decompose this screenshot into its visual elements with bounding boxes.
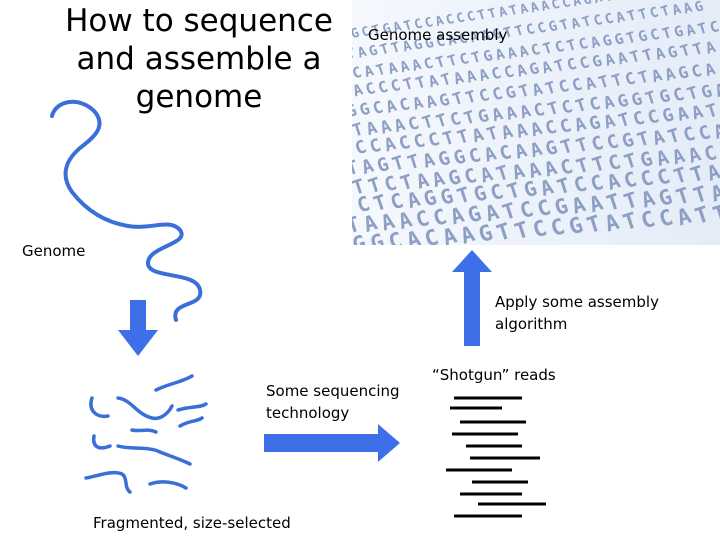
- dna-letter: A: [592, 0, 604, 7]
- shotgun-reads-label: “Shotgun” reads: [432, 366, 556, 384]
- fragments: [84, 374, 208, 494]
- dna-letter: A: [713, 80, 720, 102]
- dna-letter: G: [693, 0, 706, 16]
- dna-letter: C: [560, 0, 572, 12]
- down-arrow: [118, 300, 158, 356]
- dna-letter: C: [550, 0, 562, 13]
- sequencing-technology-label: Some sequencing technology: [266, 382, 400, 422]
- dna-letter: G: [634, 0, 646, 1]
- genome-label: Genome: [22, 242, 86, 260]
- dna-letter: T: [710, 201, 720, 229]
- dna-letter: T: [352, 212, 363, 239]
- dna-letter: C: [624, 0, 636, 3]
- dna-letter: C: [613, 0, 625, 4]
- dna-letter: T: [352, 45, 357, 63]
- dna-letter: T: [603, 0, 615, 6]
- dna-letter: A: [711, 120, 720, 143]
- dna-letter: A: [539, 0, 551, 15]
- genome-strand: [50, 100, 203, 322]
- genome-assembly-label: Genome assembly: [368, 26, 508, 44]
- dna-sequence-image: TGCTGATCCACCCTTATAAACCAGATCCGAATTAGTTAGG…: [352, 0, 720, 245]
- shotgun-reads: [446, 396, 546, 518]
- dna-letter: A: [571, 0, 583, 10]
- dna-letter: G: [352, 100, 359, 121]
- dna-letter: C: [708, 18, 720, 37]
- page-title: How to sequence and assemble a genome: [65, 3, 333, 115]
- dna-letter: G: [581, 0, 593, 9]
- dna-letters-graphic: TGCTGATCCACCCTTATAAACCAGATCCGAATTAGTTAGG…: [352, 0, 720, 245]
- dna-letter: T: [352, 157, 361, 180]
- up-arrow: [452, 250, 492, 346]
- fragmented-label: Fragmented, size-selected: [93, 514, 291, 532]
- right-arrow: [264, 424, 400, 462]
- apply-algorithm-label: Apply some assembly algorithm: [495, 293, 659, 333]
- dna-letter: G: [352, 26, 361, 43]
- dna-letter: C: [352, 64, 364, 83]
